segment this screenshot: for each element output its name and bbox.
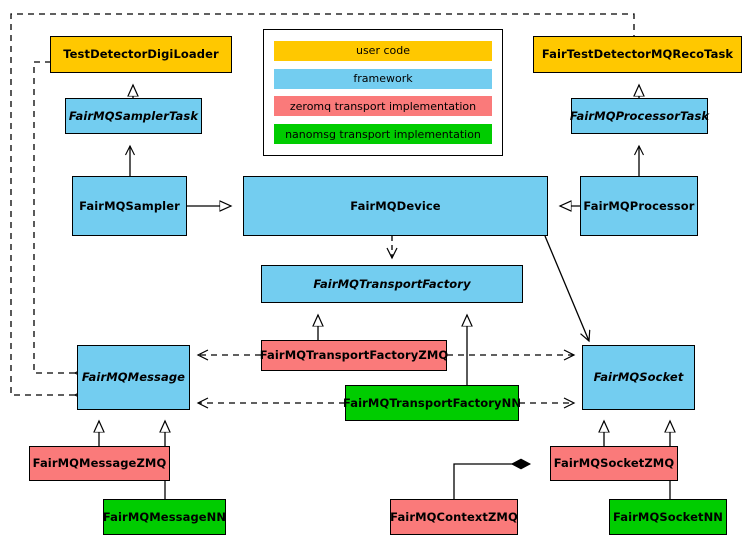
node-fair-mq-device[interactable]: FairMQDevice xyxy=(243,176,548,236)
node-label: FairMQSocket xyxy=(593,370,684,385)
node-fair-mq-socket[interactable]: FairMQSocket xyxy=(582,345,695,410)
edge-context-zmq-composition xyxy=(453,464,530,499)
node-label: FairMQProcessor xyxy=(583,198,695,213)
node-test-detector-digi-loader[interactable]: TestDetectorDigiLoader xyxy=(50,36,232,73)
legend-item-nanomsg: nanomsg transport implementation xyxy=(274,124,492,145)
node-fair-mq-transport-factory-zmq[interactable]: FairMQTransportFactoryZMQ xyxy=(259,340,449,371)
node-fair-mq-message-nn[interactable]: FairMQMessageNN xyxy=(103,499,226,535)
node-label: FairMQSampler xyxy=(79,198,180,213)
node-fair-mq-sampler-task[interactable]: FairMQSamplerTask xyxy=(65,98,202,134)
node-fair-mq-processor-task[interactable]: FairMQProcessorTask xyxy=(569,98,710,134)
legend-item-user-code: user code xyxy=(274,40,492,61)
node-label: FairMQDevice xyxy=(350,198,441,213)
node-label: FairMQTransportFactory xyxy=(313,276,471,291)
node-label: FairMQContextZMQ xyxy=(390,509,518,524)
node-label: FairMQMessage xyxy=(81,370,186,385)
node-label: FairMQTransportFactoryZMQ xyxy=(259,348,449,363)
node-label: TestDetectorDigiLoader xyxy=(63,47,219,62)
legend-item-zeromq: zeromq transport implementation xyxy=(274,96,492,117)
node-label: FairMQTransportFactoryNN xyxy=(342,395,522,410)
node-fair-mq-socket-nn[interactable]: FairMQSocketNN xyxy=(609,499,727,535)
node-fair-mq-message[interactable]: FairMQMessage xyxy=(77,345,190,410)
legend: user code framework zeromq transport imp… xyxy=(263,29,503,156)
node-label: FairMQSocketZMQ xyxy=(553,456,675,471)
legend-item-label: framework xyxy=(353,72,413,86)
legend-item-framework: framework xyxy=(274,68,492,89)
node-label: FairMQSocketNN xyxy=(612,509,724,524)
node-label: FairMQMessageNN xyxy=(102,509,227,524)
legend-item-label: user code xyxy=(355,44,411,58)
node-fair-mq-processor[interactable]: FairMQProcessor xyxy=(580,176,698,236)
edge-device-to-socket xyxy=(544,235,589,341)
node-label: FairMQProcessorTask xyxy=(569,108,710,123)
node-label: FairTestDetectorMQRecoTask xyxy=(541,47,734,62)
node-fair-mq-socket-zmq[interactable]: FairMQSocketZMQ xyxy=(550,446,678,481)
node-fair-mq-sampler[interactable]: FairMQSampler xyxy=(72,176,187,236)
node-fair-mq-message-zmq[interactable]: FairMQMessageZMQ xyxy=(29,446,170,481)
node-fair-test-detector-mq-reco-task[interactable]: FairTestDetectorMQRecoTask xyxy=(533,36,742,73)
node-fair-mq-transport-factory-nn[interactable]: FairMQTransportFactoryNN xyxy=(342,385,522,421)
legend-item-label: zeromq transport implementation xyxy=(289,99,477,113)
node-fair-mq-context-zmq[interactable]: FairMQContextZMQ xyxy=(390,499,518,535)
node-label: FairMQMessageZMQ xyxy=(32,456,167,471)
legend-item-label: nanomsg transport implementation xyxy=(285,127,481,141)
node-fair-mq-transport-factory[interactable]: FairMQTransportFactory xyxy=(261,265,523,303)
node-label: FairMQSamplerTask xyxy=(68,108,199,123)
